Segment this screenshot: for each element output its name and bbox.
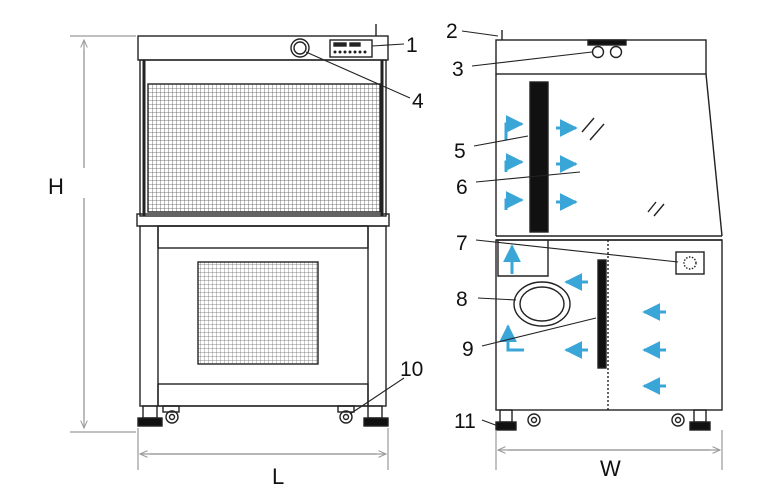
callout-label: 8 — [456, 288, 468, 311]
side-pre-filter — [597, 259, 607, 369]
airflow-arrow-icon — [499, 324, 524, 352]
dimension-lines — [70, 35, 723, 470]
airflow-arrows — [499, 115, 666, 395]
airflow-arrow-icon — [504, 191, 524, 210]
front-filter-mesh — [147, 83, 381, 213]
dimension-width-label: W — [600, 456, 621, 481]
front-right-foot — [363, 417, 389, 427]
side-view — [495, 30, 723, 431]
airflow-arrow-icon — [504, 153, 524, 172]
callout-label: 10 — [400, 358, 423, 381]
front-lower-grille — [197, 261, 319, 365]
side-right-caster — [671, 413, 685, 427]
airflow-arrow-icon — [504, 115, 524, 140]
front-view — [136, 24, 390, 427]
callout-labels: 1 2 3 4 5 6 7 8 9 10 11 — [400, 20, 476, 433]
callout-label: 5 — [454, 140, 466, 163]
side-gauge-left-icon — [591, 45, 605, 59]
callout-label: 2 — [446, 20, 458, 43]
callout-label: 9 — [462, 338, 474, 361]
callout-label: 3 — [452, 58, 464, 81]
side-right-foot — [689, 421, 711, 431]
side-gauge-right-icon — [609, 45, 623, 59]
front-work-chamber — [139, 59, 387, 217]
front-right-caster — [339, 410, 353, 424]
fan-blower — [513, 281, 571, 327]
leader-lines — [305, 30, 679, 427]
side-base-cabinet — [495, 239, 723, 411]
side-left-foot — [495, 421, 517, 431]
callout-label: 6 — [456, 176, 468, 199]
dimension-height-label: H — [48, 174, 64, 199]
callout-label: 11 — [454, 410, 476, 433]
callout-label: 1 — [406, 34, 418, 57]
side-left-caster — [527, 413, 541, 427]
power-socket-icon — [675, 251, 705, 275]
callout-label: 7 — [456, 232, 468, 255]
control-panel — [329, 39, 373, 58]
front-left-foot — [137, 417, 163, 427]
dimension-length-label: L — [272, 464, 284, 489]
pressure-gauge-icon — [290, 38, 310, 58]
callout-label: 4 — [412, 90, 424, 113]
side-hepa-filter — [529, 81, 549, 233]
front-left-caster — [165, 410, 179, 424]
